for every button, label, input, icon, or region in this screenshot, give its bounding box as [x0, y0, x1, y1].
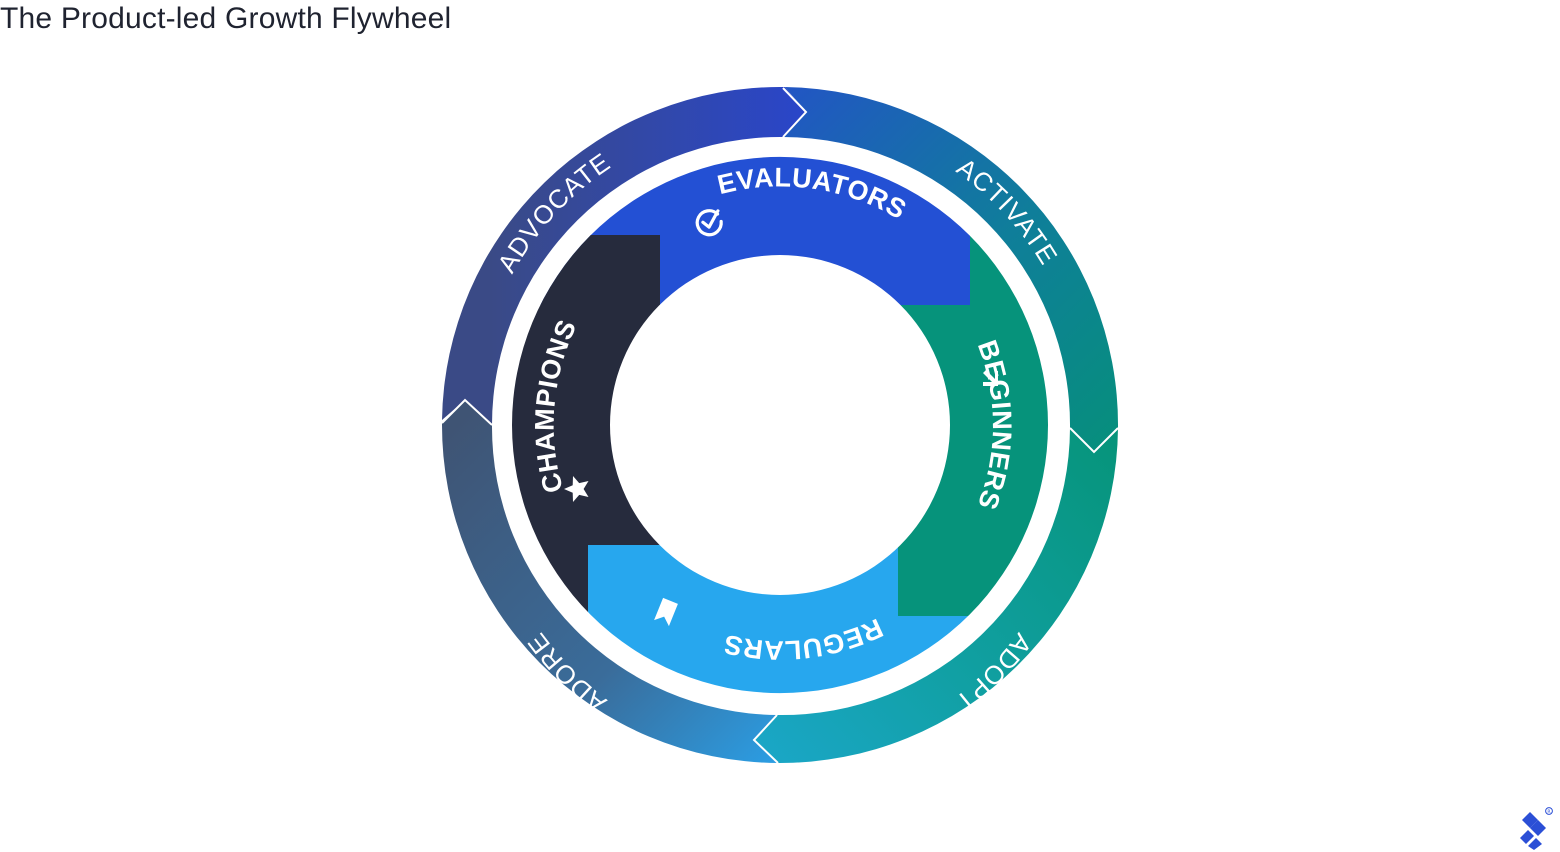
arrow-adopt: [754, 428, 1118, 764]
bookmark-icon: [654, 597, 678, 627]
arrow-adore: [441, 400, 778, 763]
arrow-advocate: [442, 86, 806, 425]
arrow-up-right-icon: [983, 370, 998, 386]
star-icon: [564, 476, 589, 502]
check-circle-icon: [695, 209, 723, 237]
outer-ring: [441, 86, 1119, 764]
inner-ring: [512, 156, 1048, 694]
arrow-activate: [783, 87, 1119, 452]
brand-logo-icon: R: [1520, 807, 1553, 850]
svg-text:R: R: [1547, 809, 1551, 815]
page-title: The Product-led Growth Flywheel: [0, 2, 452, 35]
